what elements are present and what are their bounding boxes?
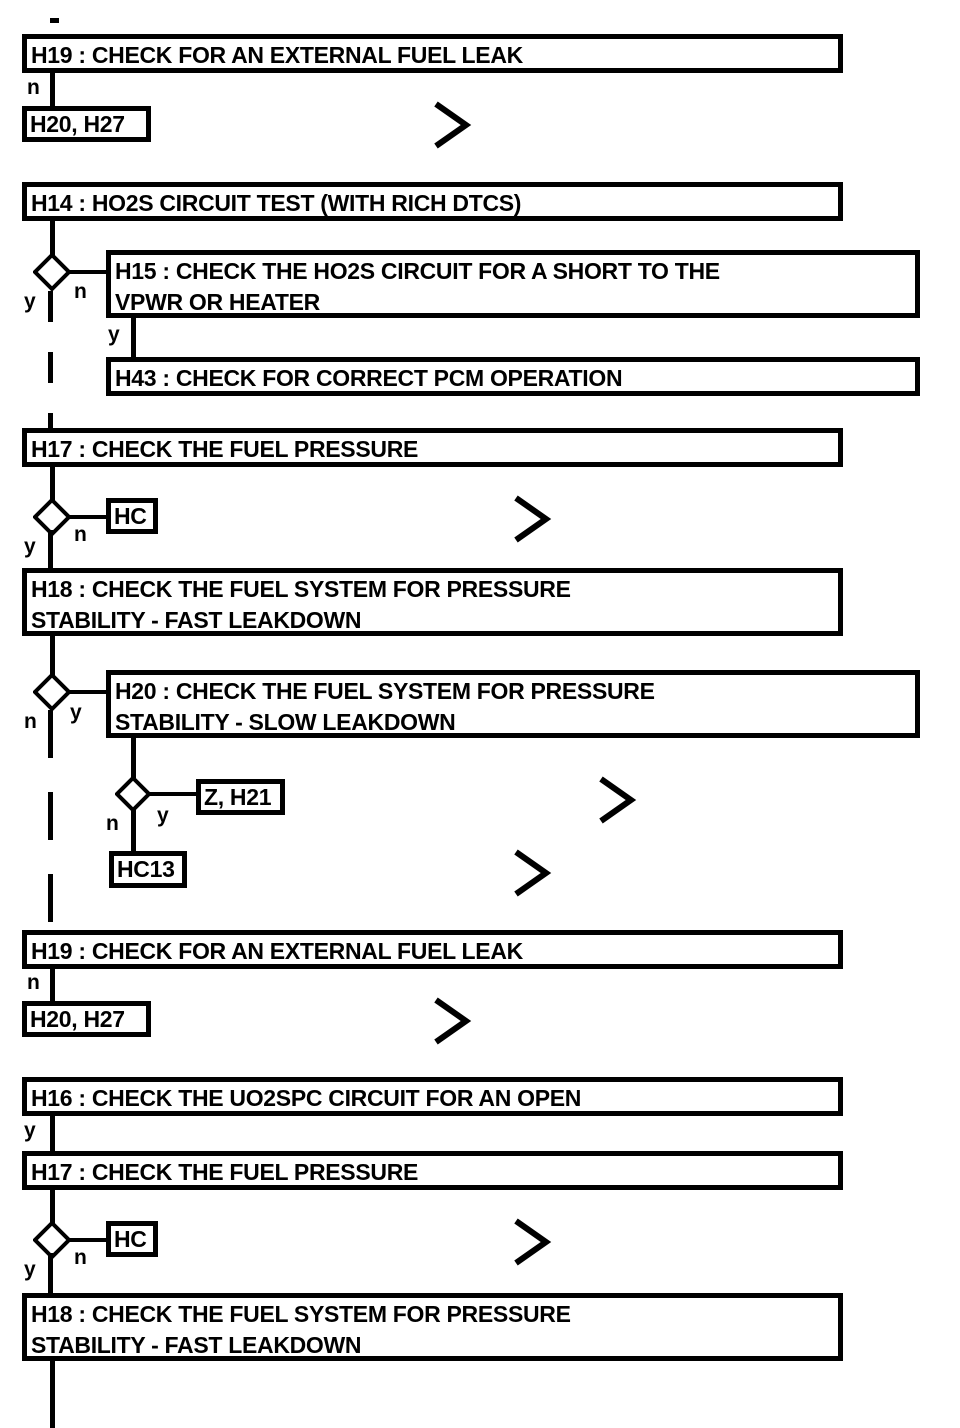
step-box-h19-lower[interactable]: H19 : CHECK FOR AN EXTERNAL FUEL LEAK	[22, 930, 843, 969]
branch-label-y-h15: y	[108, 323, 120, 346]
branch-label-n-h19-lower: n	[27, 971, 40, 994]
branch-label-n-h17-lower: n	[74, 1246, 87, 1269]
branch-label-n-h19-top: n	[27, 76, 40, 99]
connector-h16-to-h17-lower	[50, 1116, 55, 1153]
reference-tag-hc-lower[interactable]: HC	[106, 1221, 158, 1257]
reference-tag-hc-upper[interactable]: HC	[106, 498, 158, 534]
step-box-h17-upper[interactable]: H17 : CHECK THE FUEL PRESSURE	[22, 428, 843, 467]
step-box-h20[interactable]: H20 : CHECK THE FUEL SYSTEM FOR PRESSURE…	[106, 670, 920, 738]
off-page-connector-icon-2	[512, 494, 554, 544]
branch-label-y-h16: y	[24, 1119, 36, 1142]
connector-h14-to-decision	[50, 221, 55, 256]
connector-decision-h20-n-to-hc13	[131, 808, 136, 854]
off-page-connector-icon-1	[432, 100, 474, 150]
connector-h20-to-decision	[131, 738, 136, 778]
connector-h19-lower-to-h20h27	[50, 969, 55, 1002]
step-box-h15[interactable]: H15 : CHECK THE HO2S CIRCUIT FOR A SHORT…	[106, 250, 920, 318]
branch-label-n-h18-upper: n	[24, 710, 37, 733]
branch-label-y-h18-upper: y	[70, 701, 82, 724]
step-box-h43[interactable]: H43 : CHECK FOR CORRECT PCM OPERATION	[106, 357, 920, 396]
connector-decision-h14-to-h15	[69, 270, 111, 274]
off-page-connector-icon-6	[512, 1217, 554, 1267]
connector-decision-h20-to-zh21	[149, 792, 199, 796]
reference-tag-h20-h27-lower[interactable]: H20, H27	[22, 1001, 151, 1037]
connector-decision-h18-upper-to-h20	[69, 690, 111, 694]
connector-h18-upper-to-decision	[50, 636, 55, 676]
branch-label-y-h14: y	[24, 290, 36, 313]
off-page-connector-icon-4	[512, 848, 554, 898]
step-box-h16[interactable]: H16 : CHECK THE UO2SPC CIRCUIT FOR AN OP…	[22, 1077, 843, 1116]
connector-decision-h17-upper-to-hc	[69, 515, 111, 519]
decision-diamond-h14[interactable]	[33, 253, 71, 291]
step-box-h19-top[interactable]: H19 : CHECK FOR AN EXTERNAL FUEL LEAK	[22, 34, 843, 73]
connector-h19-top-to-h20h27	[50, 73, 55, 109]
reference-tag-z-h21[interactable]: Z, H21	[196, 779, 285, 815]
decision-diamond-h20[interactable]	[115, 776, 151, 812]
branch-label-n-h14: n	[74, 280, 87, 303]
connector-h15-to-h43	[131, 318, 136, 358]
off-page-connector-icon-5	[432, 996, 474, 1046]
branch-label-y-h17-lower: y	[24, 1258, 36, 1281]
step-box-h18-lower[interactable]: H18 : CHECK THE FUEL SYSTEM FOR PRESSURE…	[22, 1293, 843, 1361]
connector-dashed-h14-y-to-h17	[48, 291, 53, 429]
branch-label-n-h17-upper: n	[74, 523, 87, 546]
off-page-connector-icon-3	[597, 775, 639, 825]
branch-label-y-h20: y	[157, 804, 169, 827]
reference-tag-hc13[interactable]: HC13	[109, 851, 187, 888]
connector-h17-upper-y-to-h18	[48, 530, 53, 570]
branch-label-y-h17-upper: y	[24, 535, 36, 558]
connector-h17-lower-to-decision	[50, 1190, 55, 1224]
connector-h18-lower-continues	[50, 1361, 55, 1428]
step-box-h14[interactable]: H14 : HO2S CIRCUIT TEST (WITH RICH DTCS)	[22, 182, 843, 221]
connector-decision-h17-lower-to-hc	[69, 1238, 111, 1242]
connector-h17-lower-y-to-h18-lower	[48, 1253, 53, 1295]
connector-h17-upper-to-decision	[50, 467, 55, 501]
step-box-h18-upper[interactable]: H18 : CHECK THE FUEL SYSTEM FOR PRESSURE…	[22, 568, 843, 636]
reference-tag-h20-h27-top[interactable]: H20, H27	[22, 106, 151, 142]
step-box-h17-lower[interactable]: H17 : CHECK THE FUEL PRESSURE	[22, 1151, 843, 1190]
branch-label-n-h20: n	[106, 812, 119, 835]
connector-dashed-h18-upper-n-to-h19-lower	[48, 710, 53, 930]
stray-tick-mark	[50, 18, 59, 23]
decision-diamond-h18-upper[interactable]	[33, 673, 71, 711]
